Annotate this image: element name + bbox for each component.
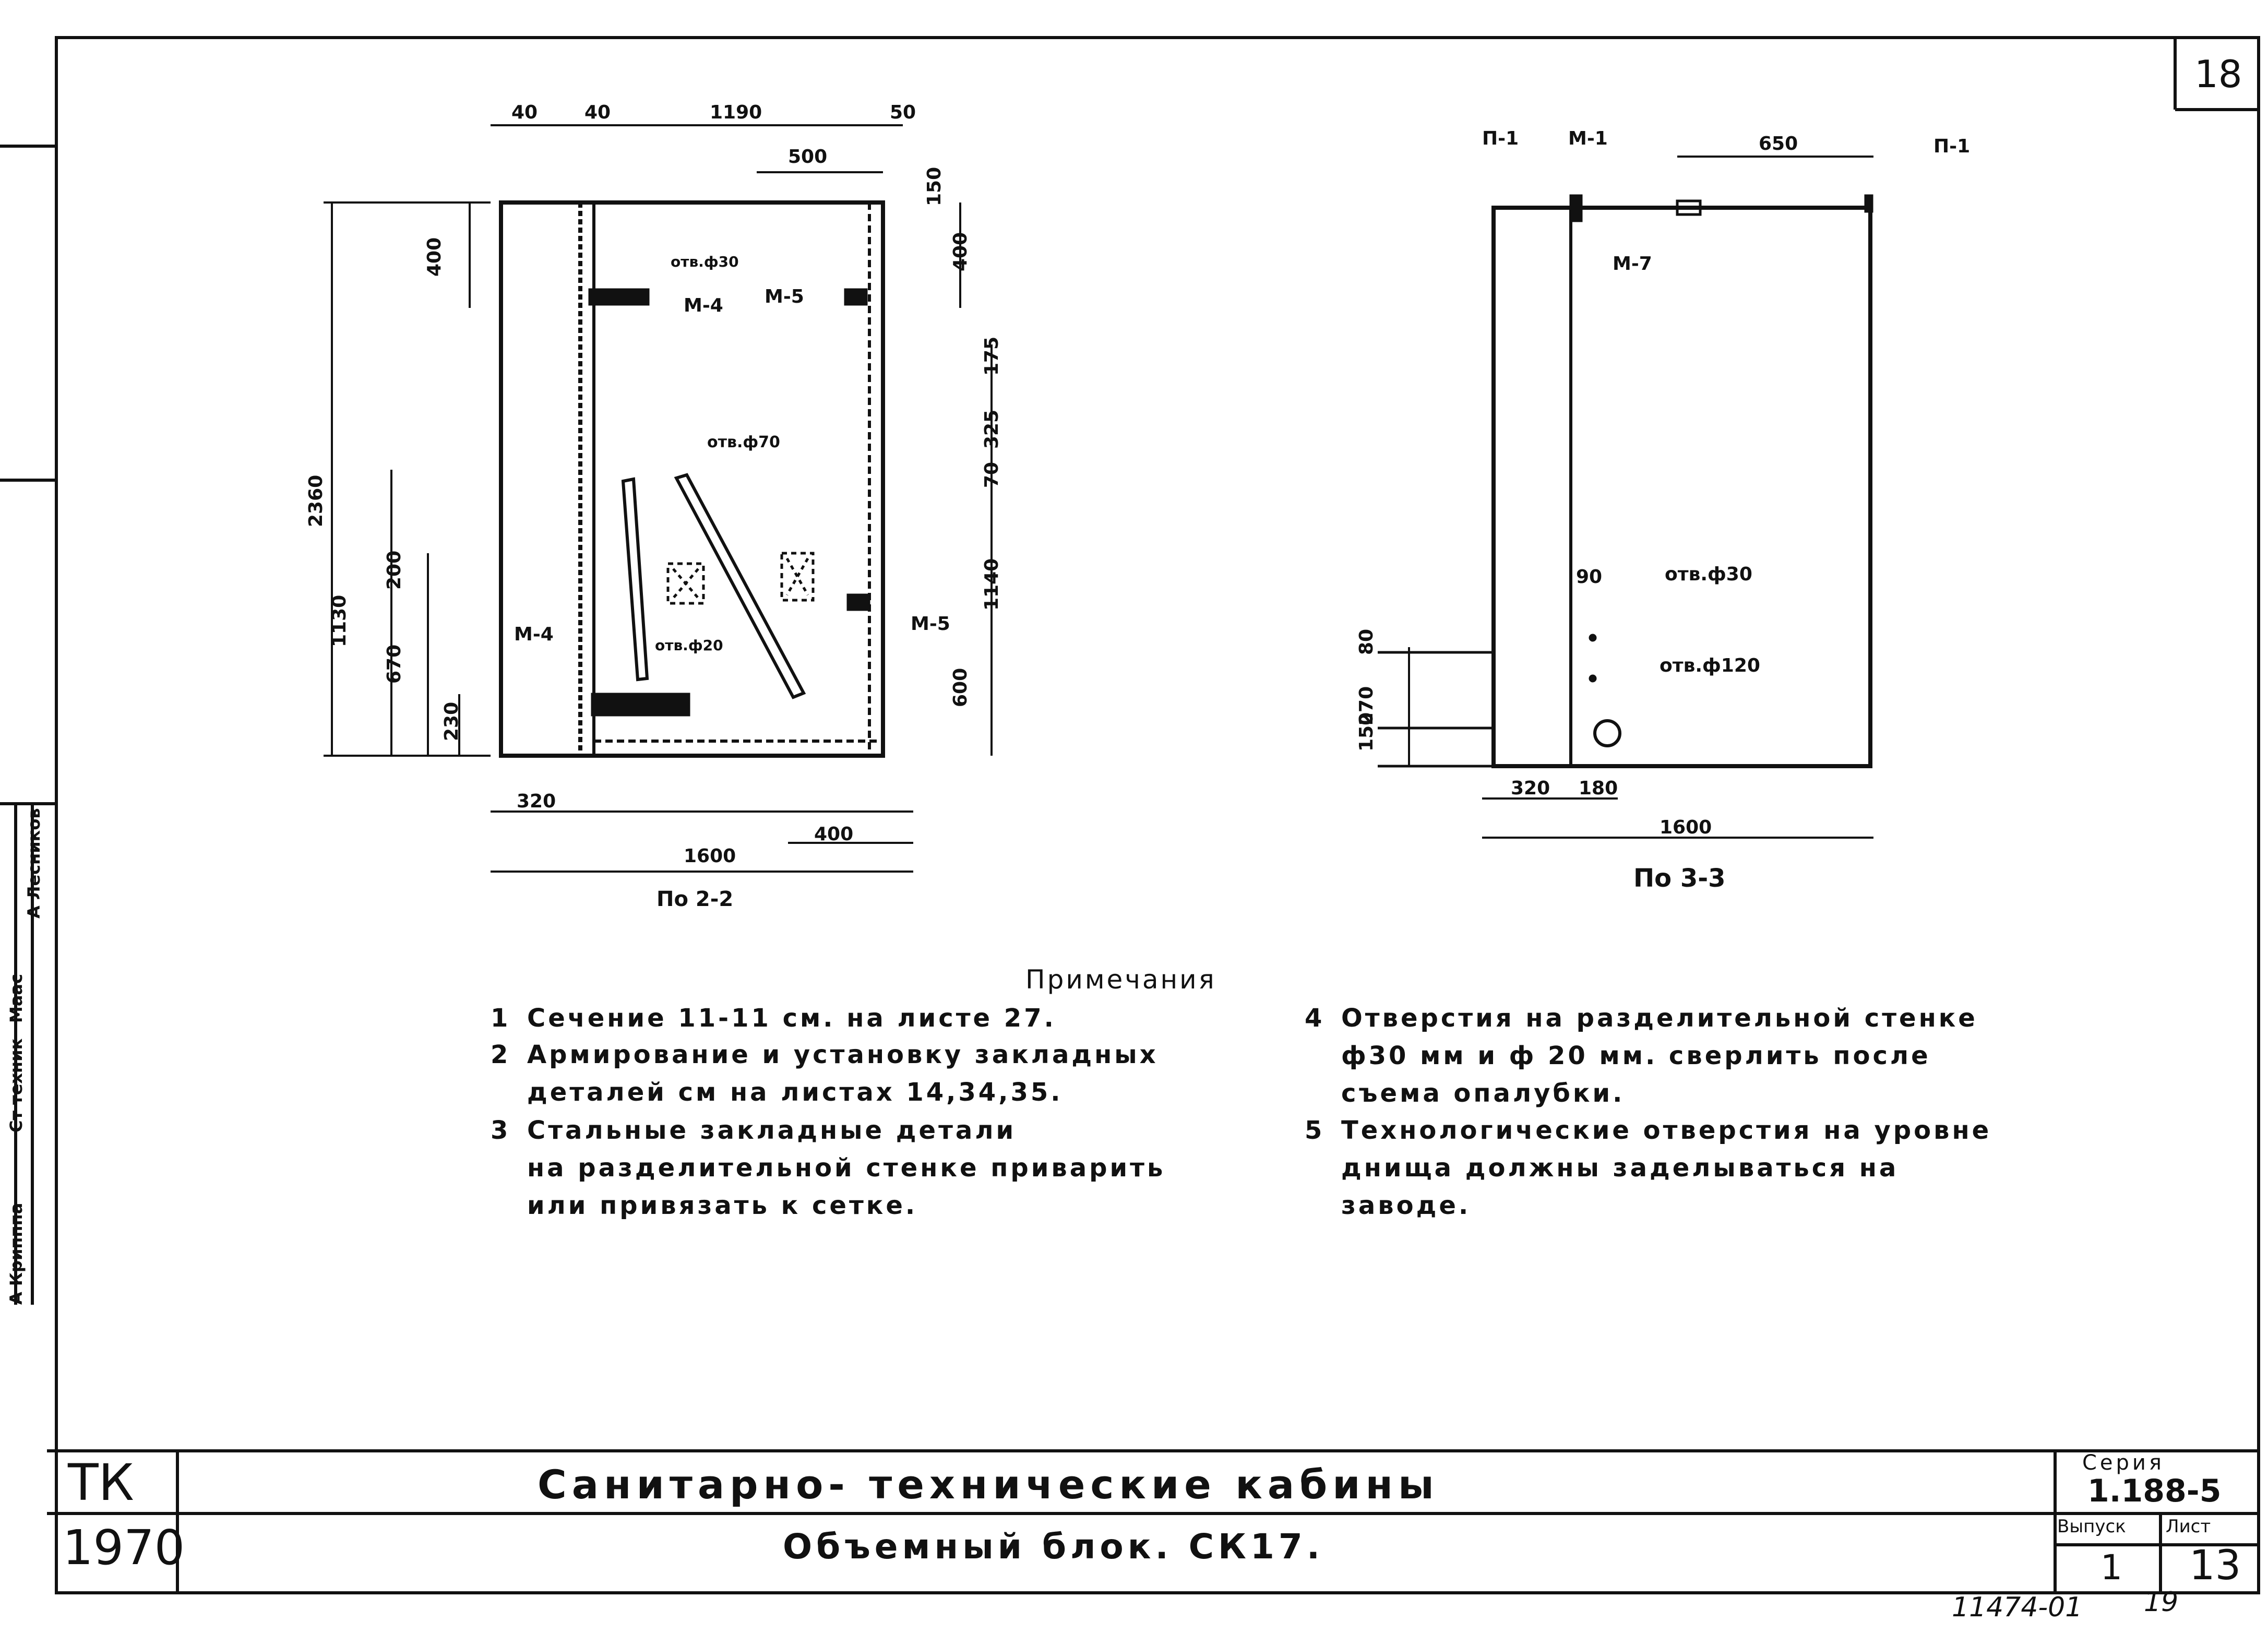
section-3-3 xyxy=(1378,156,1873,839)
sheet-label: Лист xyxy=(2166,1516,2211,1537)
section-left-dim: 150 xyxy=(1356,712,1377,752)
plan-top-dim: 40 xyxy=(584,102,611,123)
stamp-label-4: А Лесников xyxy=(24,808,44,919)
notes-title: Примечания xyxy=(1025,964,1216,995)
plan-left-dim: 400 xyxy=(424,237,445,277)
stamp-label-1: А Крипппа xyxy=(6,1202,26,1305)
section-caption: По 3-3 xyxy=(1633,864,1726,893)
title-block-subtitle: Объемный блок. СК17. xyxy=(783,1527,1324,1567)
issue-value: 1 xyxy=(2100,1547,2122,1588)
plan-top-dim: 500 xyxy=(788,146,828,168)
plan-right-dim: 70 xyxy=(981,461,1002,488)
stamp-label-3: Маас xyxy=(6,974,26,1023)
plan-right-dim: 150 xyxy=(924,166,945,206)
plan-caption: По 2-2 xyxy=(656,887,734,911)
plan-left-dim: 230 xyxy=(441,701,462,741)
plan-left-dim: 1130 xyxy=(329,594,350,647)
series-value: 1.188-5 xyxy=(2087,1473,2222,1509)
plan-label-hole-20: отв.ф20 xyxy=(655,637,723,654)
hole-120 xyxy=(1593,719,1621,747)
title-block-org: ТК xyxy=(68,1453,134,1512)
footer-page: 19 xyxy=(2144,1587,2179,1618)
plan-label-hole-30: отв.ф30 xyxy=(671,253,739,270)
sheet-frame xyxy=(55,36,2260,1594)
plan-top-dim: 1190 xyxy=(710,102,762,123)
plan-top-dim: 50 xyxy=(890,102,916,123)
plan-right-dim: 175 xyxy=(981,336,1002,376)
stamp-label-2: Ст техник xyxy=(6,1038,26,1133)
plan-right-dim: 400 xyxy=(950,232,971,271)
plan-label-m4-lower: М-4 xyxy=(514,624,554,645)
section-left-dim: 80 xyxy=(1356,628,1377,655)
section-top-label: 650 xyxy=(1759,133,1798,154)
plan-label-m5: М-5 xyxy=(765,286,804,307)
section-bottom-dim: 1600 xyxy=(1660,817,1712,838)
plan-right-dim: 325 xyxy=(981,409,1002,449)
plan-outline xyxy=(499,200,885,758)
corner-sheet-number: 18 xyxy=(2194,52,2242,96)
issue-label: Выпуск xyxy=(2057,1516,2126,1537)
title-block-year: 1970 xyxy=(63,1520,185,1576)
plan-bottom-dim: 320 xyxy=(517,791,556,812)
plan-bottom-dim: 1600 xyxy=(684,845,736,867)
plan-top-dim: 40 xyxy=(511,102,538,123)
plan-left-dim: 2360 xyxy=(305,474,327,527)
plan-label-hole-70: отв.ф70 xyxy=(707,433,780,451)
plan-right-dim: 600 xyxy=(950,667,971,707)
plan-bottom-dim: 400 xyxy=(814,824,854,845)
section-hole-dim: 90 xyxy=(1576,566,1603,588)
section-top-label: П-1 xyxy=(1933,136,1971,157)
plan-label-m5-lower: М-5 xyxy=(911,613,950,635)
section-bottom-dim: 320 xyxy=(1511,778,1550,799)
footer-code: 11474-01 xyxy=(1952,1592,2083,1623)
plan-right-dim: 1140 xyxy=(981,558,1002,611)
section-hole-120: отв.ф120 xyxy=(1660,655,1760,676)
section-label-m7: М-7 xyxy=(1613,253,1652,275)
plan-left-dim: 670 xyxy=(384,644,405,684)
section-top-label: П-1 xyxy=(1482,128,1519,149)
title-block-title: Санитарно- технические кабины xyxy=(538,1461,1439,1508)
sheet-value: 13 xyxy=(2189,1542,2241,1589)
plan-2-2 xyxy=(324,124,993,873)
plan-left-dim: 200 xyxy=(384,550,405,590)
plan-label-m4: М-4 xyxy=(684,295,723,316)
section-hole-30: отв.ф30 xyxy=(1665,564,1752,585)
section-outline xyxy=(1491,206,1872,768)
section-top-label: М-1 xyxy=(1568,128,1608,149)
series-label: Серия xyxy=(2082,1451,2165,1475)
section-bottom-dim: 180 xyxy=(1579,778,1618,799)
